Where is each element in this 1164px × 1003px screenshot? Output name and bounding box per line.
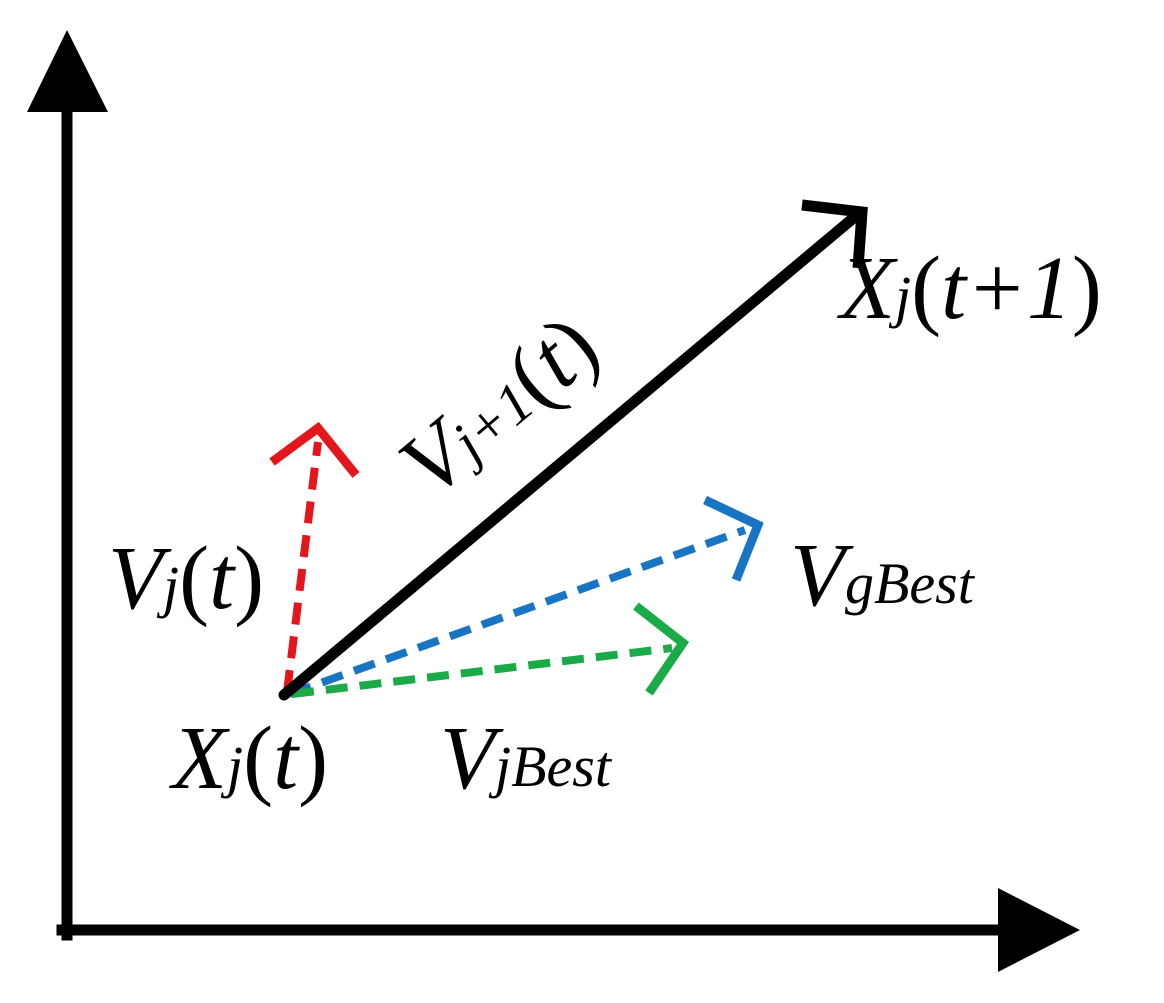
label-v-current-close: ) <box>234 529 264 628</box>
label-x-next-open: ( <box>911 239 941 338</box>
label-v-gbest-base: V <box>790 526 854 625</box>
label-x-current-open: ( <box>243 709 273 808</box>
label-v-jbest-sub: jBest <box>488 734 613 799</box>
global-best-vector <box>288 495 764 698</box>
label-v-jbest-base: V <box>440 709 504 808</box>
label-x-next-arg: t+1 <box>941 239 1072 338</box>
label-x-current: Xj(t) <box>169 709 328 808</box>
y-axis-arrowhead-icon <box>27 30 108 112</box>
resultant-vector-line <box>278 209 863 701</box>
label-x-current-base: X <box>169 709 230 808</box>
label-x-next-close: ) <box>1072 239 1102 338</box>
label-x-next-base: X <box>837 239 898 338</box>
x-axis-arrowhead-icon <box>998 888 1080 972</box>
personal-best-vector <box>291 602 690 698</box>
label-v-current: Vj(t) <box>108 529 264 628</box>
global-best-chevron-icon <box>703 495 764 582</box>
label-v-gbest: VgBest <box>790 526 976 625</box>
global-best-vector-line <box>288 526 747 698</box>
label-v-gbest-sub: gBest <box>845 551 976 616</box>
label-x-next: Xj(t+1) <box>837 239 1102 338</box>
label-x-current-arg: t <box>273 709 300 808</box>
label-x-current-close: ) <box>298 709 328 808</box>
label-v-current-open: ( <box>179 529 209 628</box>
personal-best-vector-line <box>291 644 673 698</box>
label-v-jbest: VjBest <box>440 709 613 808</box>
personal-best-chevron-icon <box>633 602 690 696</box>
axes <box>27 30 1080 972</box>
label-v-current-base: V <box>108 529 172 628</box>
velocity-vector-line <box>283 441 322 693</box>
resultant-vector <box>278 199 868 701</box>
velocity-vector <box>269 421 360 693</box>
label-v-current-arg: t <box>209 529 236 628</box>
resultant-chevron-icon <box>801 199 868 269</box>
velocity-chevron-icon <box>269 421 360 478</box>
label-v-next: Vj+1(t) <box>381 295 616 515</box>
